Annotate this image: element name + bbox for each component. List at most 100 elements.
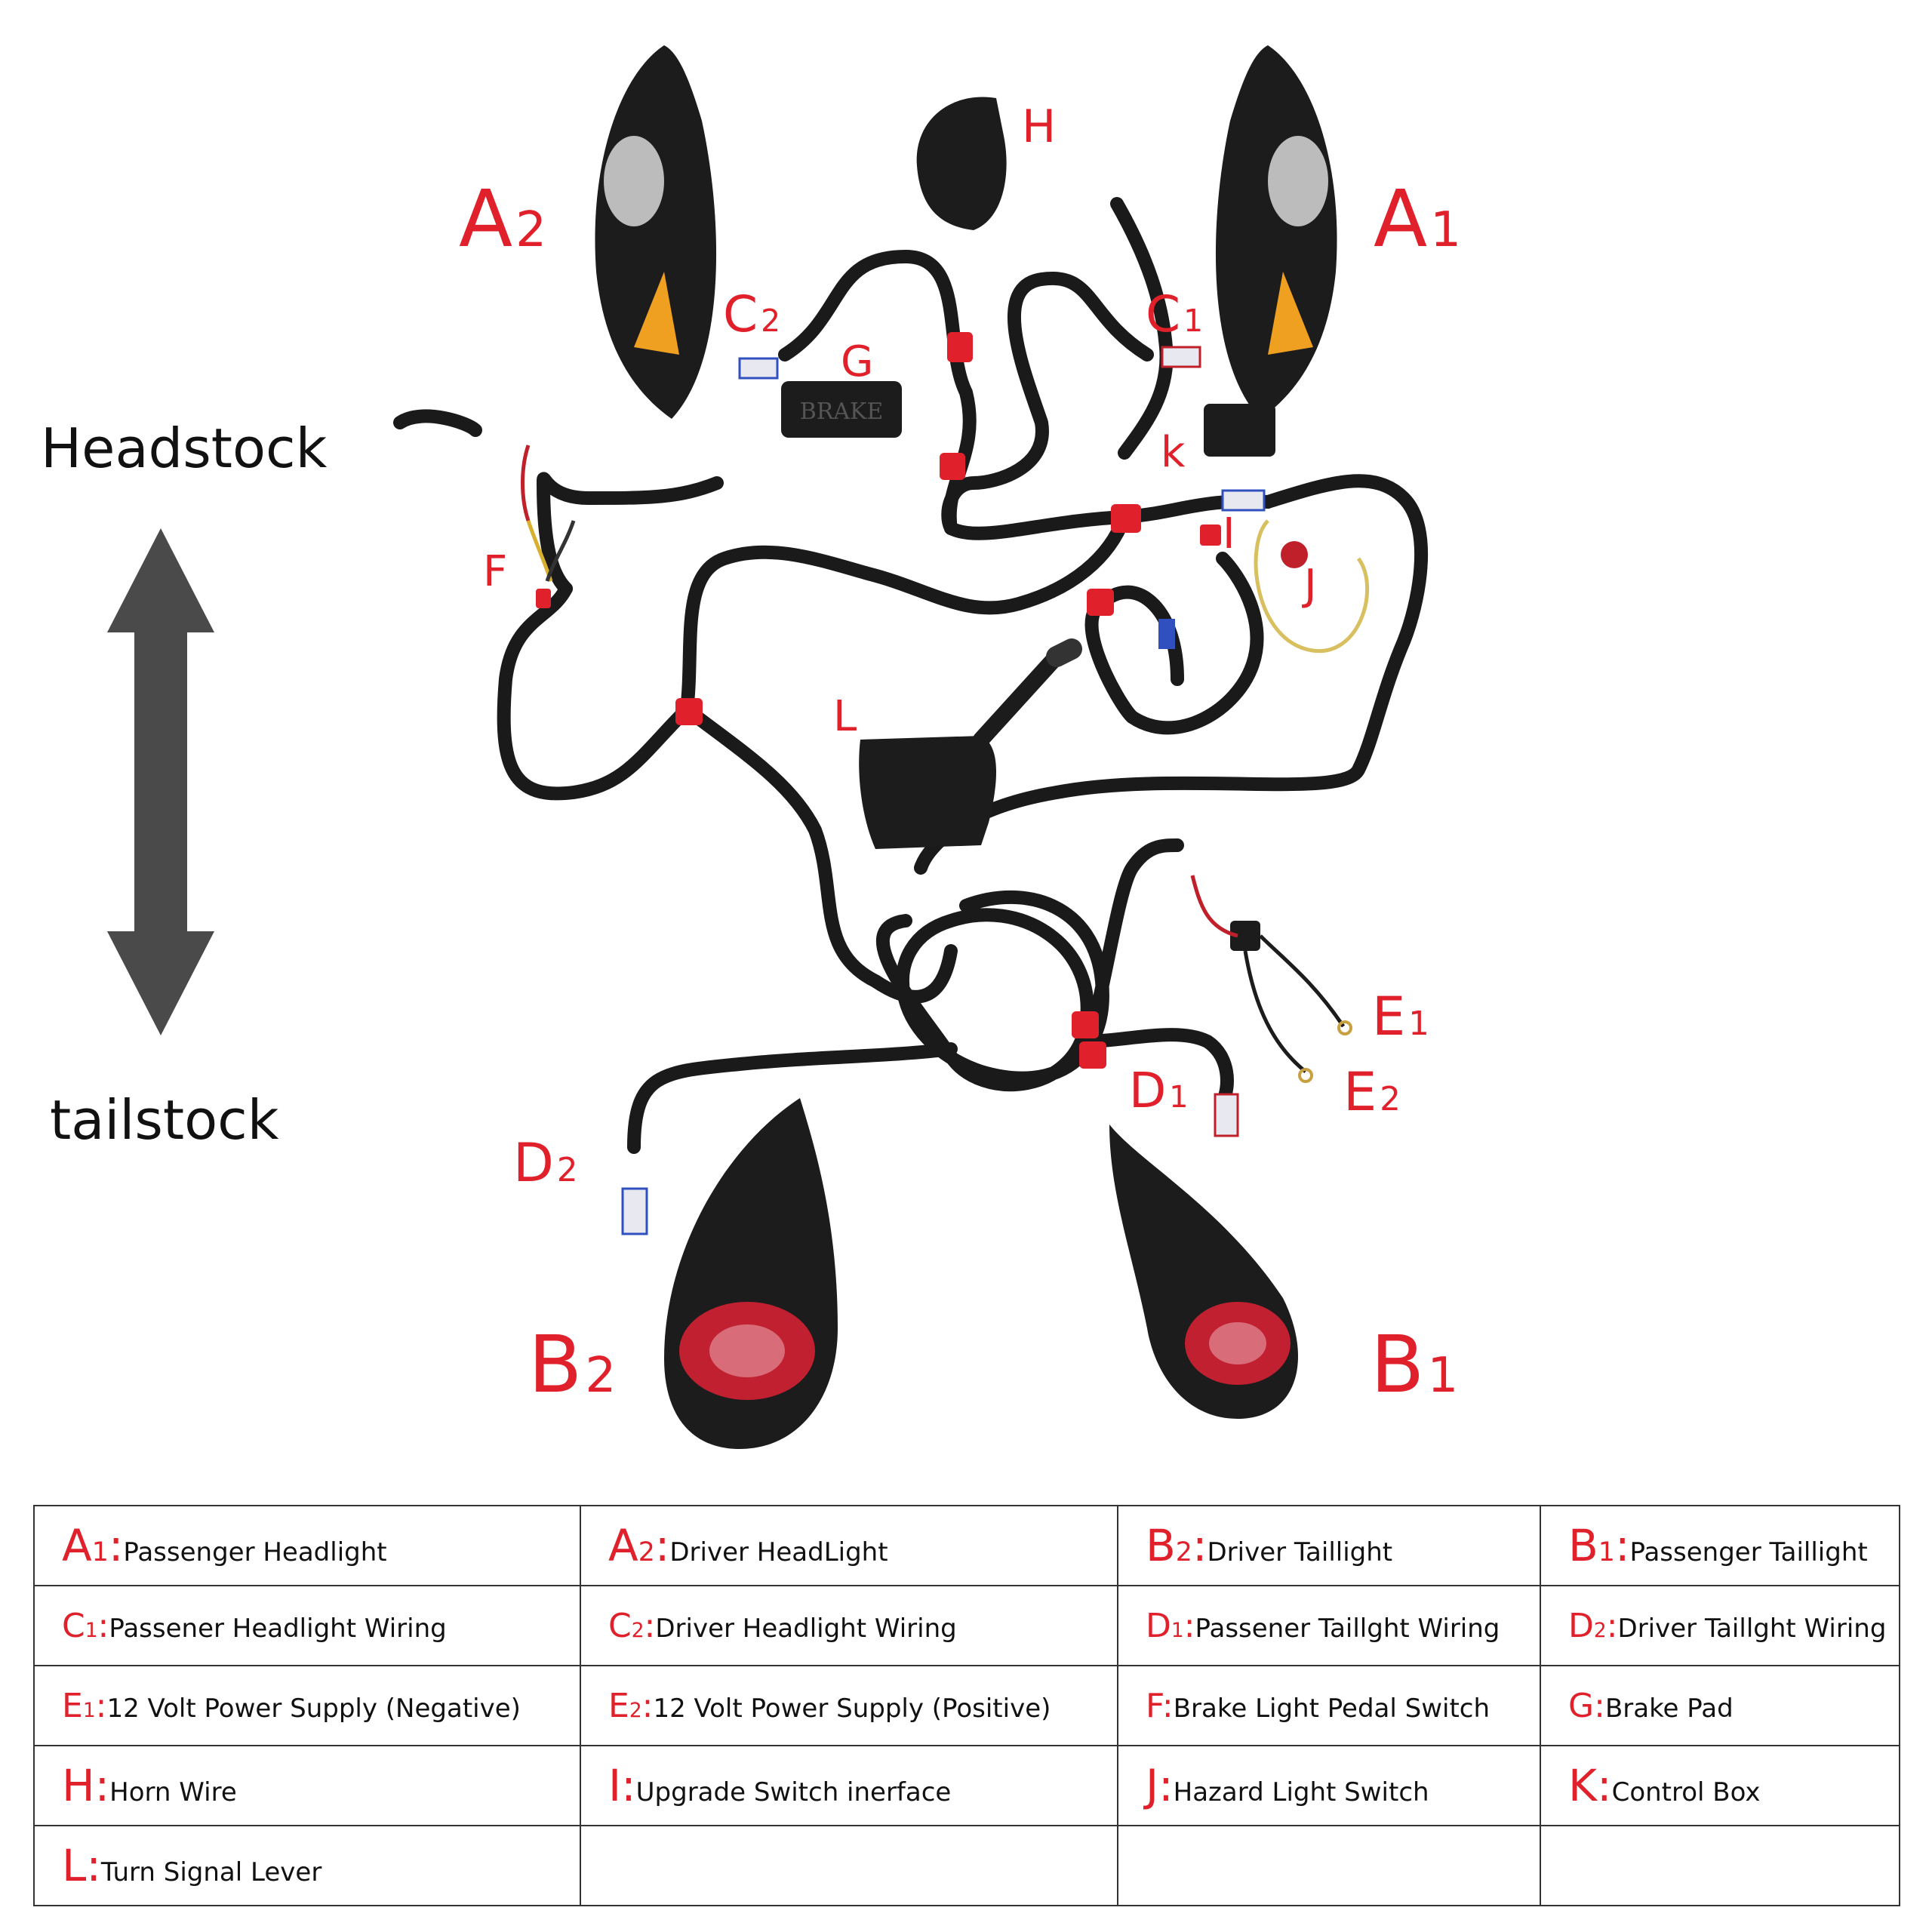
legend-description: Driver HeadLight — [669, 1537, 888, 1567]
callout-d2: D2 — [513, 1132, 578, 1194]
legend-code-sub: 1 — [82, 1698, 96, 1722]
headstock-label: Headstock — [41, 417, 328, 480]
legend-code: J: — [1146, 1760, 1174, 1811]
brake-pad-shape: BRAKE — [781, 381, 902, 438]
legend-description: 12 Volt Power Supply (Positive) — [653, 1693, 1051, 1724]
legend-code-letter: D — [1146, 1606, 1171, 1645]
legend-description: Driver Taillght Wiring — [1617, 1613, 1887, 1644]
legend-description: Turn Signal Lever — [100, 1857, 322, 1887]
legend-cell: I:Upgrade Switch inerface — [580, 1745, 1118, 1826]
legend-description: Passener Taillght Wiring — [1195, 1613, 1500, 1644]
brake-pad-text: BRAKE — [800, 398, 884, 425]
legend-code-sep: : — [86, 1840, 101, 1891]
legend-code-sub: 1 — [1171, 1618, 1184, 1642]
fuse-holder-shape — [1190, 875, 1352, 1083]
legend-code-sub: 1 — [85, 1618, 98, 1642]
wire-connectors — [621, 346, 1266, 1235]
callout-a1: A1 — [1374, 173, 1462, 265]
legend-code-sep: : — [1158, 1760, 1174, 1811]
legend-code: A1: — [62, 1520, 123, 1571]
legend-code: L: — [62, 1840, 101, 1891]
legend-code: K: — [1568, 1760, 1612, 1811]
legend-cell: K:Control Box — [1540, 1745, 1900, 1826]
legend-cell: H:Horn Wire — [33, 1745, 581, 1826]
legend-code-sub: 2 — [1175, 1537, 1192, 1567]
legend-code-sep: : — [641, 1686, 654, 1725]
legend-description: Passenger Taillight — [1629, 1537, 1868, 1567]
legend-description: Hazard Light Switch — [1173, 1777, 1429, 1807]
legend-code-letter: E — [62, 1686, 83, 1725]
diagram-stage: BRAKE — [41, 45, 1462, 1449]
harness-red-sleeves — [536, 332, 1221, 1069]
orientation-arrow — [107, 528, 214, 1035]
legend-code-sub: 2 — [631, 1618, 645, 1642]
legend-code-sep: : — [1183, 1606, 1195, 1645]
turn-signal-lever-shape — [859, 638, 1082, 849]
callout-f: F — [483, 547, 508, 596]
passenger-taillight-shape — [1109, 1124, 1298, 1419]
callout-b1: B1 — [1371, 1318, 1459, 1411]
blue-connector-shape — [1158, 619, 1175, 649]
legend-code-letter: F — [1146, 1686, 1162, 1725]
legend-code-sep: : — [1192, 1520, 1208, 1571]
legend-cell: C1:Passener Headlight Wiring — [33, 1585, 581, 1666]
legend-code-sep: : — [94, 1760, 110, 1811]
hazard-switch-shape — [1254, 519, 1370, 653]
legend-code-sep: : — [654, 1520, 670, 1571]
legend-cell: D2:Driver Taillght Wiring — [1540, 1585, 1900, 1666]
callout-a2: A2 — [459, 173, 547, 265]
legend-code-letter: G — [1568, 1686, 1595, 1725]
callout-c2: C2 — [723, 285, 781, 343]
legend-code: E2: — [608, 1687, 653, 1725]
legend-description: 12 Volt Power Supply (Negative) — [106, 1693, 521, 1724]
legend-description: Driver Headlight Wiring — [655, 1613, 957, 1644]
callout-e1: E1 — [1372, 986, 1429, 1048]
callout-c1: C1 — [1146, 285, 1204, 343]
legend-description: Control Box — [1611, 1777, 1761, 1807]
legend-code-letter: K — [1568, 1760, 1598, 1811]
driver-taillight-shape — [664, 1098, 838, 1449]
legend-code-letter: I — [608, 1760, 622, 1811]
legend-cell: F:Brake Light Pedal Switch — [1117, 1665, 1541, 1746]
legend-code-letter: E — [608, 1686, 629, 1725]
legend-code-sep: : — [1594, 1686, 1605, 1725]
legend-code-letter: B — [1146, 1520, 1176, 1571]
legend-code-letter: D — [1568, 1606, 1594, 1645]
callout-i: I — [1223, 509, 1235, 558]
legend-code-sep: : — [97, 1606, 109, 1645]
brake-pedal-switch-wires — [521, 445, 576, 582]
legend-code-letter: L — [62, 1840, 87, 1891]
legend-description: Brake Pad — [1604, 1693, 1734, 1724]
legend-cell: A1:Passenger Headlight — [33, 1505, 581, 1586]
legend-code: B1: — [1568, 1520, 1629, 1571]
legend-description: Horn Wire — [109, 1777, 237, 1807]
legend-row: E1:12 Volt Power Supply (Negative)E2:12 … — [33, 1665, 1900, 1746]
callout-j: J — [1304, 561, 1317, 610]
callout-g: G — [841, 337, 874, 386]
wiring-harness-illustration: BRAKE — [107, 45, 1429, 1449]
legend-code-sep: : — [1597, 1760, 1612, 1811]
driver-headlight-shape — [595, 45, 717, 419]
legend-code-letter: J — [1146, 1760, 1159, 1811]
legend-cell — [1117, 1825, 1541, 1906]
legend-code-sep: : — [1161, 1686, 1174, 1725]
horn-shape — [916, 97, 1007, 230]
legend-row: L:Turn Signal Lever — [33, 1825, 1900, 1906]
callout-b2: B2 — [528, 1318, 617, 1411]
legend-code-sep: : — [1614, 1520, 1630, 1571]
legend-cell: B1:Passenger Taillight — [1540, 1505, 1900, 1586]
tailstock-label: tailstock — [50, 1088, 279, 1152]
legend-description: Upgrade Switch inerface — [635, 1777, 952, 1807]
legend-code: C2: — [608, 1607, 655, 1645]
passenger-headlight-shape — [1215, 45, 1337, 419]
callout-h: H — [1022, 100, 1057, 153]
legend-code: D1: — [1146, 1607, 1195, 1645]
legend-row: C1:Passener Headlight Wiring C2:Driver He… — [33, 1585, 1900, 1666]
legend-code-sep: : — [1606, 1606, 1618, 1645]
legend-cell: L:Turn Signal Lever — [33, 1825, 581, 1906]
legend-description: Driver Taillight — [1207, 1537, 1393, 1567]
